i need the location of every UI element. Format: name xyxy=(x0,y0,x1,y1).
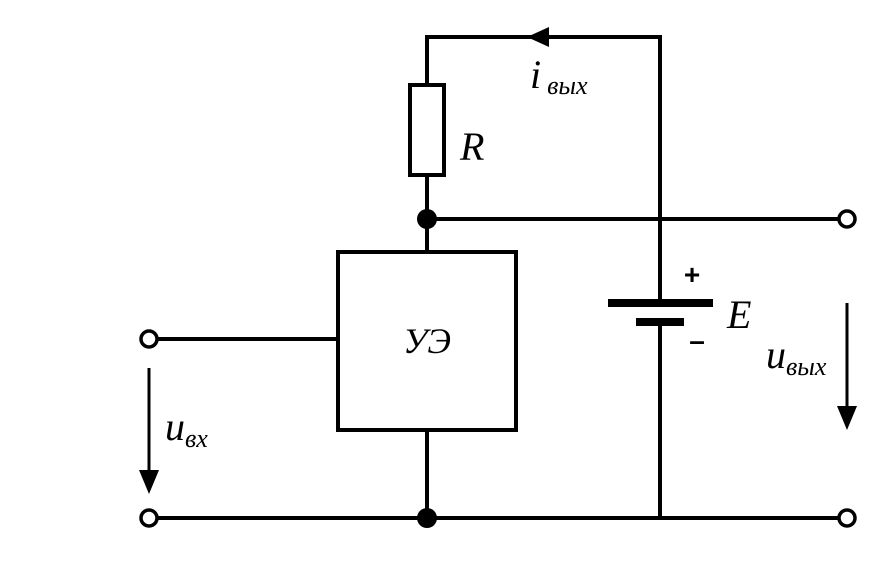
input-voltage-symbol: u xyxy=(165,404,185,449)
plus-sign: + xyxy=(684,259,700,290)
output-terminal-bottom xyxy=(837,508,857,528)
input-voltage-arrow-head xyxy=(139,470,159,494)
lower-node xyxy=(417,508,437,528)
resistor-label: R xyxy=(459,124,484,169)
resistor xyxy=(408,83,446,177)
input-terminal-bottom xyxy=(139,508,159,528)
output-current-symbol: i xyxy=(530,52,541,97)
output-voltage-label: uвых xyxy=(766,332,827,381)
output-voltage-arrow-head xyxy=(837,406,857,430)
output-current-arrow xyxy=(527,27,549,47)
upper-node xyxy=(417,209,437,229)
output-current-subscript: вых xyxy=(547,71,588,100)
output-voltage-subscript: вых xyxy=(786,352,827,381)
minus-sign: – xyxy=(689,325,705,356)
input-terminal-top xyxy=(139,329,159,349)
output-terminal-top xyxy=(837,209,857,229)
input-voltage-subscript: вх xyxy=(185,424,208,453)
source-label: E xyxy=(726,292,751,337)
input-voltage-label: uвх xyxy=(165,404,208,453)
output-voltage-symbol: u xyxy=(766,332,786,377)
control-element-label: УЭ xyxy=(403,321,451,361)
